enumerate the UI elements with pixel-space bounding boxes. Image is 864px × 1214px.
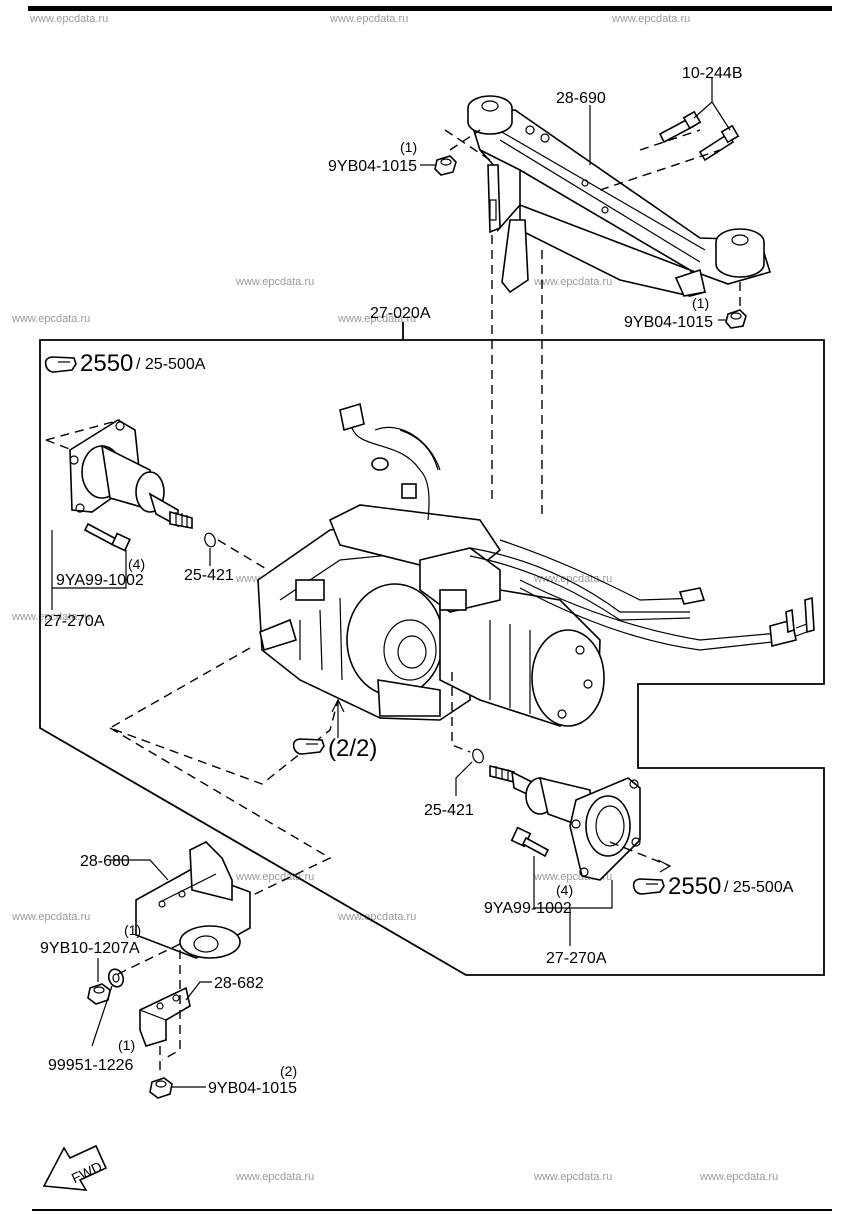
nut-icon [725, 309, 747, 329]
bolt-icon [658, 110, 702, 144]
part-label-bolt: 9YA99-1002 [484, 900, 572, 917]
output-flange-left [69, 419, 193, 529]
qty-label: (2) [280, 1063, 297, 1079]
reference-number: 2550 [80, 350, 133, 377]
qty-label: (1) [400, 139, 417, 155]
qty-label: (4) [556, 882, 573, 898]
watermark: www.epcdata.ru [329, 13, 408, 25]
part-label-bracket: 28-682 [214, 975, 264, 992]
leader-line [711, 101, 731, 131]
watermark: www.epcdata.ru [235, 871, 314, 883]
arrow-line [331, 698, 345, 738]
reference-code: / 25-500A [136, 356, 206, 373]
leader-line [533, 856, 613, 909]
leader-line [51, 530, 127, 589]
part-label-mount: 28-680 [80, 853, 130, 870]
watermark: www.epcdata.ru [11, 911, 90, 923]
bolt-icon [510, 826, 550, 858]
part-label-washer: 99951-1226 [48, 1057, 134, 1074]
bolt-icon [83, 522, 131, 552]
watermark: www.epcdata.ru [611, 13, 690, 25]
leader-line [185, 981, 212, 1001]
o-ring-icon [472, 748, 484, 764]
transfer-case-unit [257, 402, 815, 727]
pointing-hand-icon [292, 738, 325, 755]
leader-line [110, 859, 169, 881]
part-label-nut: 9YB04-1015 [624, 314, 713, 331]
part-label-o-ring: 25-421 [424, 802, 474, 819]
mount-bracket [135, 841, 251, 959]
arrow-line [657, 859, 672, 873]
bottom-rule [32, 1209, 832, 1211]
guide-line [117, 943, 181, 975]
part-label-bolt: 9YA99-1002 [56, 572, 144, 589]
bolt-icon [698, 124, 740, 162]
small-bracket [139, 986, 191, 1047]
forward-arrow-icon: FWD [42, 1144, 108, 1191]
pointing-hand-icon [632, 878, 665, 895]
assembly-boundary [39, 322, 825, 976]
watermark: www.epcdata.ru [533, 573, 612, 585]
part-label-o-ring: 25-421 [184, 567, 234, 584]
part-label-flange: 27-270A [546, 950, 607, 967]
qty-label: (1) [118, 1037, 135, 1053]
guide-line [161, 950, 181, 1061]
nut-icon [149, 1077, 173, 1099]
part-label-bolt: 10-244B [682, 65, 743, 82]
pointing-hand-icon [44, 356, 77, 373]
watermark: www.epcdata.ru [699, 1171, 778, 1183]
reference-page: (2/2) [328, 735, 377, 762]
reference-number: 2550 [668, 873, 721, 900]
watermark: www.epcdata.ru [337, 313, 416, 325]
leader-line [455, 761, 473, 796]
guide-line [108, 647, 339, 785]
qty-label: (4) [128, 556, 145, 572]
guide-line [45, 419, 121, 451]
watermark: www.epcdata.ru [235, 276, 314, 288]
watermark: www.epcdata.ru [337, 911, 416, 923]
guide-line [599, 129, 721, 191]
leader-line [693, 78, 713, 119]
part-label-flange: 27-270A [44, 613, 105, 630]
part-label-assembly: 27-020A [370, 305, 431, 322]
top-rule [28, 6, 832, 11]
part-label-bracket: 28-690 [556, 90, 606, 107]
washer-icon [107, 968, 125, 988]
nut-icon [87, 983, 111, 1005]
part-label-nut: 9YB10-1207A [40, 940, 140, 957]
watermark: www.epcdata.ru [235, 1171, 314, 1183]
guide-line [449, 129, 481, 151]
leader-line [91, 985, 113, 1047]
guide-line [444, 129, 491, 161]
watermark: www.epcdata.ru [11, 611, 90, 623]
nut-icon [434, 155, 457, 176]
part-label-nut: 9YB04-1015 [328, 158, 417, 175]
qty-label: (1) [124, 922, 141, 938]
reference-code: / 25-500A [724, 879, 794, 896]
o-ring-icon [204, 532, 216, 548]
watermark: www.epcdata.ru [533, 1171, 612, 1183]
watermark: www.epcdata.ru [11, 313, 90, 325]
watermark: www.epcdata.ru [533, 276, 612, 288]
watermark: www.epcdata.ru [29, 13, 108, 25]
output-flange-right [489, 764, 641, 881]
qty-label: (1) [692, 295, 709, 311]
crossmember-bracket [467, 95, 772, 297]
part-label-nut: 9YB04-1015 [208, 1080, 297, 1097]
guide-line [217, 539, 269, 571]
guide-line [609, 841, 671, 867]
